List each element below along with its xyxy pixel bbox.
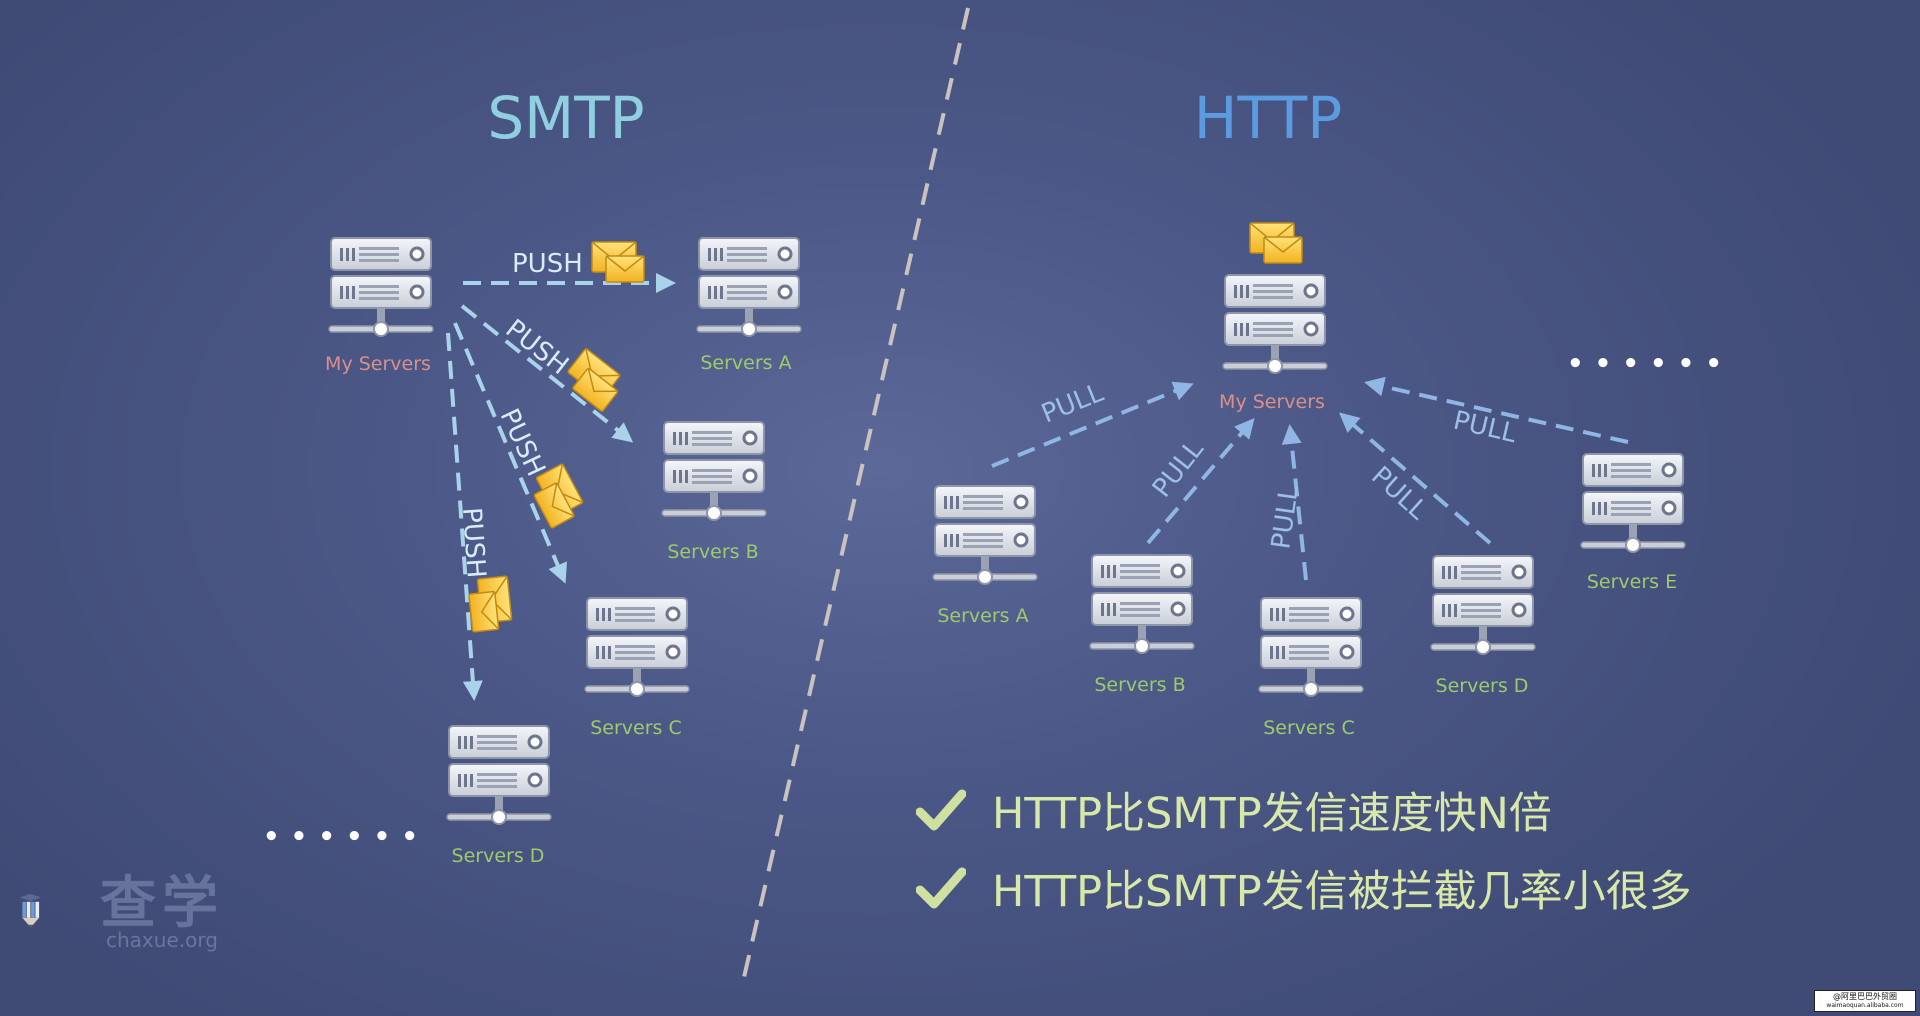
push-arrow-c [453,322,567,584]
push-label-c: PUSH [494,404,551,481]
smtp-server-b-icon [660,420,768,522]
http-more-servers-ellipsis: • • • • • • [1567,349,1723,379]
check-icon [916,867,966,909]
smtp-title: SMTP [487,84,644,152]
smtp-my-servers-icon [327,236,435,338]
http-server-e-label: Servers E [1587,571,1677,593]
pull-arrow-e [1364,376,1629,444]
chaxue-logo-icon [19,893,42,928]
smtp-server-c-label: Servers C [590,717,682,739]
http-server-e-icon [1579,452,1687,554]
http-server-c-icon [1257,596,1365,698]
push-label-a: PUSH [512,249,583,279]
envelope-icon [591,241,645,283]
envelope-icon [466,575,514,633]
http-server-a-label: Servers A [937,605,1028,627]
http-my-servers-label: My Servers [1219,391,1325,413]
http-server-d-icon [1429,554,1537,656]
benefit-text: HTTP比SMTP发信速度快N倍 [992,789,1552,839]
watermark: @阿里巴巴外贸圈 waimaoquan.alibaba.com [1814,990,1916,1012]
pull-label-d: PULL [1365,461,1433,526]
smtp-server-a-icon [695,236,803,338]
benefit-item: HTTP比SMTP发信速度快N倍 [916,780,1552,840]
envelope-icon [1249,222,1303,264]
smtp-server-d-icon [445,724,553,826]
http-server-d-label: Servers D [1436,675,1529,697]
smtp-server-b-label: Servers B [667,541,758,563]
pull-arrow-c [1281,424,1308,581]
http-server-b-label: Servers B [1094,674,1185,696]
http-my-servers-icon [1221,273,1329,375]
smtp-server-a-label: Servers A [700,352,791,374]
pull-label-b: PULL [1147,434,1210,503]
http-server-c-label: Servers C [1263,717,1355,739]
pull-label-c: PULL [1266,483,1305,551]
logo-name: 查学 [100,871,224,936]
pull-arrow-d [1338,412,1492,545]
push-arrow-d [446,332,483,701]
logo-url: chaxue.org [106,928,218,952]
push-arrow-b [460,304,634,443]
pull-arrow-a [991,381,1194,468]
smtp-more-servers-ellipsis: • • • • • • [263,822,419,852]
section-divider [740,7,970,987]
http-server-a-icon [931,484,1039,586]
push-label-d: PUSH [456,506,491,579]
http-server-b-icon [1088,553,1196,655]
smtp-server-c-icon [583,596,691,698]
benefit-item: HTTP比SMTP发信被拦截几率小很多 [916,858,1692,918]
check-icon [916,789,966,831]
benefit-text: HTTP比SMTP发信被拦截几率小很多 [992,867,1692,917]
http-title: HTTP [1194,84,1342,152]
smtp-my-servers-label: My Servers [325,353,431,375]
watermark-line2: waimaoquan.alibaba.com [1826,1002,1904,1009]
smtp-server-d-label: Servers D [452,845,545,867]
watermark-line1: @阿里巴巴外贸圈 [1833,992,1897,1001]
pull-label-e: PULL [1450,406,1519,450]
